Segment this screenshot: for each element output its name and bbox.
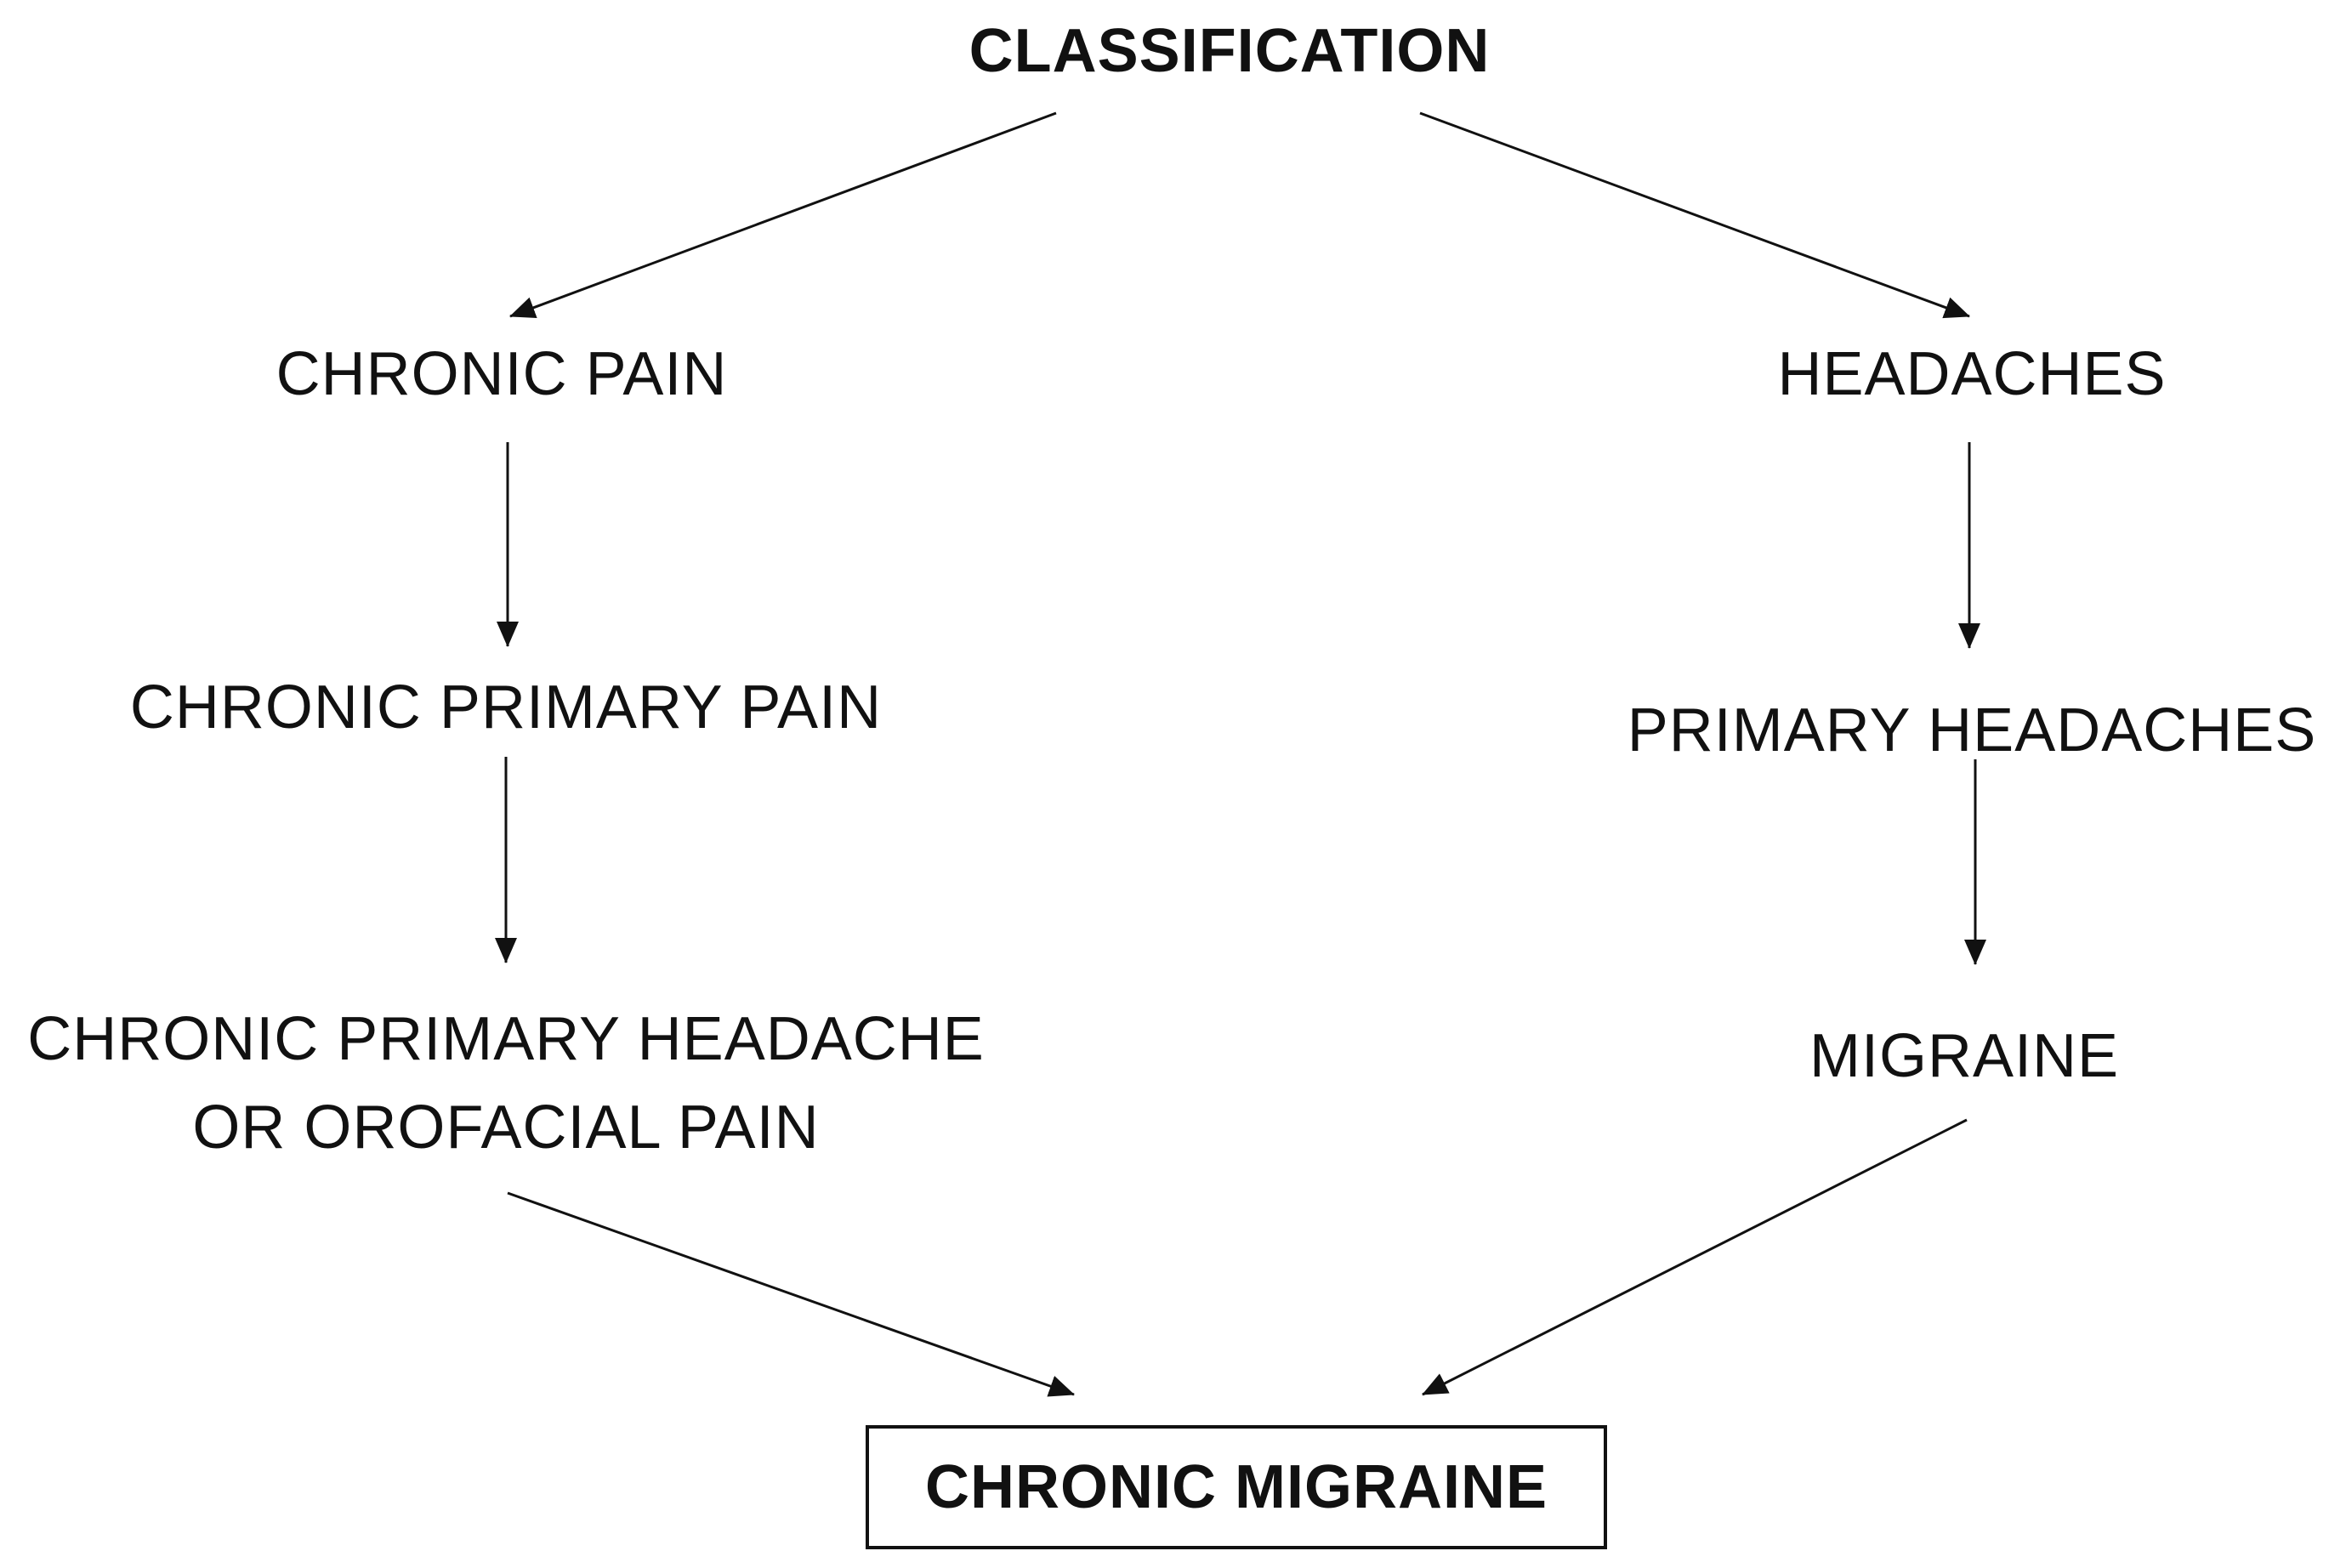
headaches-label: HEADACHES [1777, 340, 2167, 408]
chronic-primary-headache-label-line1: CHRONIC PRIMARY HEADACHE [27, 1005, 985, 1073]
chronic-pain-label: CHRONIC PAIN [276, 340, 728, 408]
root-label: CLASSIFICATION [969, 17, 1491, 85]
chronic-primary-headache-label-line2: OR OROFACIAL PAIN [192, 1094, 820, 1162]
node-chronic-primary-headache: CHRONIC PRIMARY HEADACHE OR OROFACIAL PA… [27, 995, 985, 1173]
node-migraine: MIGRAINE [1809, 1012, 2119, 1100]
node-chronic-pain: CHRONIC PAIN [276, 330, 728, 418]
node-chronic-primary-pain: CHRONIC PRIMARY PAIN [130, 663, 882, 752]
migraine-label: MIGRAINE [1809, 1022, 2120, 1090]
chronic-migraine-label: CHRONIC MIGRAINE [925, 1453, 1548, 1521]
chronic-primary-pain-label: CHRONIC PRIMARY PAIN [129, 673, 883, 741]
result-node-chronic-migraine: CHRONIC MIGRAINE [866, 1425, 1607, 1549]
arrow-root-to-headaches [1419, 111, 1970, 319]
arrow-migraine-to-chronic-migraine [1422, 1118, 1968, 1396]
node-headaches: HEADACHES [1777, 330, 2166, 418]
root-node: CLASSIFICATION [969, 7, 1491, 95]
arrow-chronic-primary-headache-to-chronic-migraine [507, 1191, 1075, 1397]
arrow-root-to-chronic-pain [509, 111, 1057, 319]
primary-headaches-label: PRIMARY HEADACHES [1627, 696, 2317, 764]
node-primary-headaches: PRIMARY HEADACHES [1627, 686, 2317, 775]
